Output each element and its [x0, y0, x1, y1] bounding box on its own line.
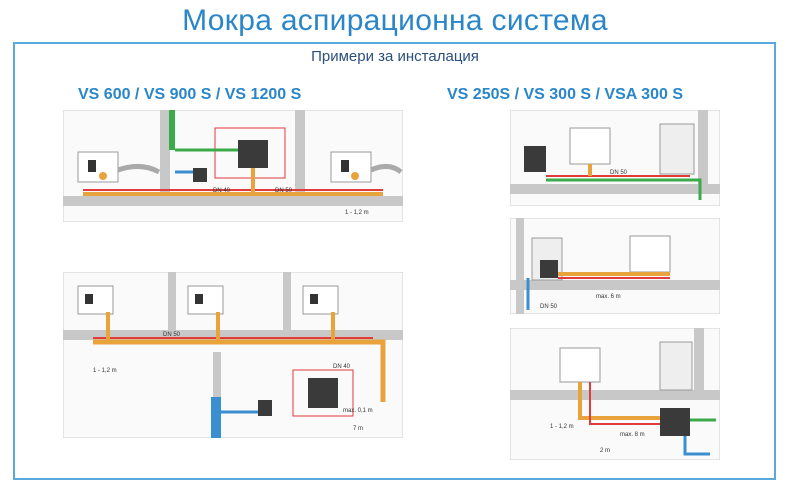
wall-c — [698, 110, 708, 184]
cabinet-e — [659, 341, 693, 391]
label-dn50-a: DN 50 — [275, 188, 293, 194]
diagram-top-left: DN 40 DN 50 1 - 1,2 m — [63, 110, 403, 222]
cabinet-c — [659, 123, 695, 175]
content-frame — [13, 42, 776, 480]
wall-b — [283, 272, 291, 330]
floor-e — [510, 390, 720, 400]
page-subtitle: Примери за инсталация — [311, 48, 479, 65]
wall-left — [160, 110, 170, 196]
floor-d — [510, 280, 720, 290]
label-max-d: max. 6 m — [596, 294, 621, 300]
label-dn50-d: DN 50 — [540, 304, 558, 310]
right-series-heading: VS 250S / VS 300 S / VSA 300 S — [447, 86, 683, 103]
chairs-row — [77, 285, 339, 315]
wall-e — [694, 328, 704, 390]
unit-d — [540, 260, 558, 278]
wall-d — [516, 218, 524, 314]
diagram-right-middle: DN 50 max. 6 m — [510, 218, 720, 314]
unit-e — [660, 408, 690, 436]
dental-chair-left — [77, 151, 161, 183]
left-series-heading: VS 600 / VS 900 S / VS 1200 S — [78, 86, 302, 103]
wall-right — [295, 110, 305, 196]
label-max-b: max. 0,1 m — [343, 408, 373, 414]
suction-unit — [193, 127, 286, 182]
diagram-right-bottom: 1 - 1,2 m max. 8 m 2 m — [510, 328, 720, 460]
green-riser — [169, 110, 175, 150]
label-2m-e: 2 m — [600, 448, 610, 454]
dental-chair-right — [330, 151, 403, 183]
unit-c — [524, 146, 546, 172]
diagram-right-top: DN 50 — [510, 110, 720, 206]
floor-slab — [63, 196, 403, 206]
suction-unit-basement — [258, 369, 354, 417]
basement-wall — [213, 352, 221, 438]
label-dist-a: 1 - 1,2 m — [345, 210, 369, 216]
label-dist-b: 1 - 1,2 m — [93, 368, 117, 374]
label-dn50-c: DN 50 — [610, 170, 628, 176]
label-7m-b: 7 m — [353, 426, 363, 432]
label-height-e: 1 - 1,2 m — [550, 424, 574, 430]
wall-a — [168, 272, 176, 330]
floor-c — [510, 184, 720, 194]
label-dn40-a: DN 40 — [213, 188, 231, 194]
label-dn50-b: DN 50 — [163, 332, 181, 338]
upper-floor — [63, 330, 403, 340]
page-title: Мокра аспирационна система — [182, 4, 608, 37]
label-dn40-b: DN 40 — [333, 364, 351, 370]
diagram-bottom-left: DN 50 1 - 1,2 m DN 40 max. 0,1 m 7 m — [63, 272, 403, 438]
blue-riser — [211, 397, 221, 438]
label-max-e: max. 8 m — [620, 432, 645, 438]
